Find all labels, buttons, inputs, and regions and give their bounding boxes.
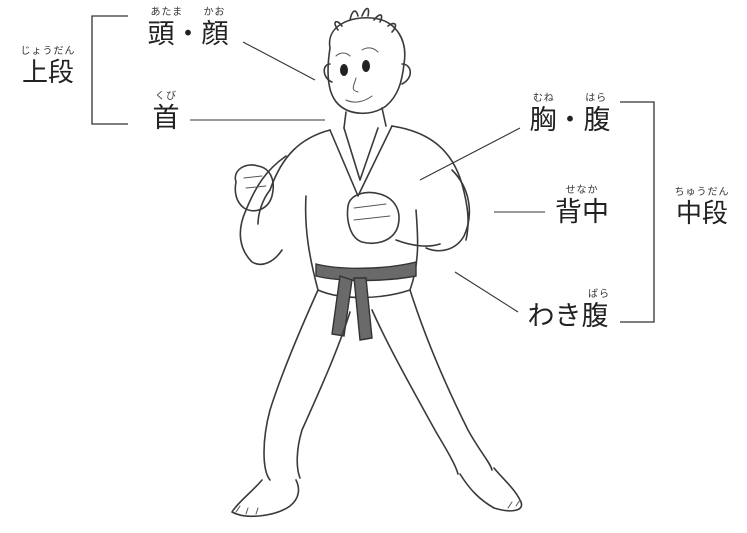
label-head-face: あたま かお 頭・顔: [138, 7, 238, 50]
ruby-chest: むね: [532, 93, 555, 104]
group-middle: ちゅうだん 中段: [662, 187, 742, 229]
label-neck: くび 首: [148, 91, 184, 134]
label-flank: ばら わき腹: [520, 289, 616, 332]
leader-head: [242, 41, 316, 81]
label-chest-belly: むね はら 胸・腹: [520, 93, 620, 136]
group-upper-text: 上段: [21, 58, 74, 88]
text-chest-belly: 胸・腹: [529, 105, 611, 136]
text-flank: わき腹: [527, 301, 609, 332]
ruby-head: あたま: [150, 7, 184, 18]
text-head-face: 頭・顔: [147, 19, 229, 50]
label-back: せなか 背中: [550, 185, 614, 228]
karate-fighter-sketch-icon: [231, 7, 523, 518]
ruby-belly: はら: [585, 93, 608, 104]
ruby-face: かお: [203, 7, 226, 18]
middle-bracket: [620, 101, 655, 323]
group-upper-ruby: じょうだん: [20, 46, 76, 57]
leader-chest: [419, 127, 521, 181]
leader-flank: [454, 271, 519, 313]
group-middle-text: 中段: [675, 199, 728, 229]
ruby-neck: くび: [155, 91, 177, 102]
upper-bracket: [91, 15, 128, 125]
text-neck: 首: [152, 103, 180, 134]
group-middle-ruby: ちゅうだん: [674, 187, 730, 198]
ruby-flank: ばら: [588, 289, 610, 300]
group-upper: じょうだん 上段: [8, 46, 88, 88]
text-back: 背中: [555, 197, 609, 228]
ruby-back: せなか: [565, 185, 599, 196]
